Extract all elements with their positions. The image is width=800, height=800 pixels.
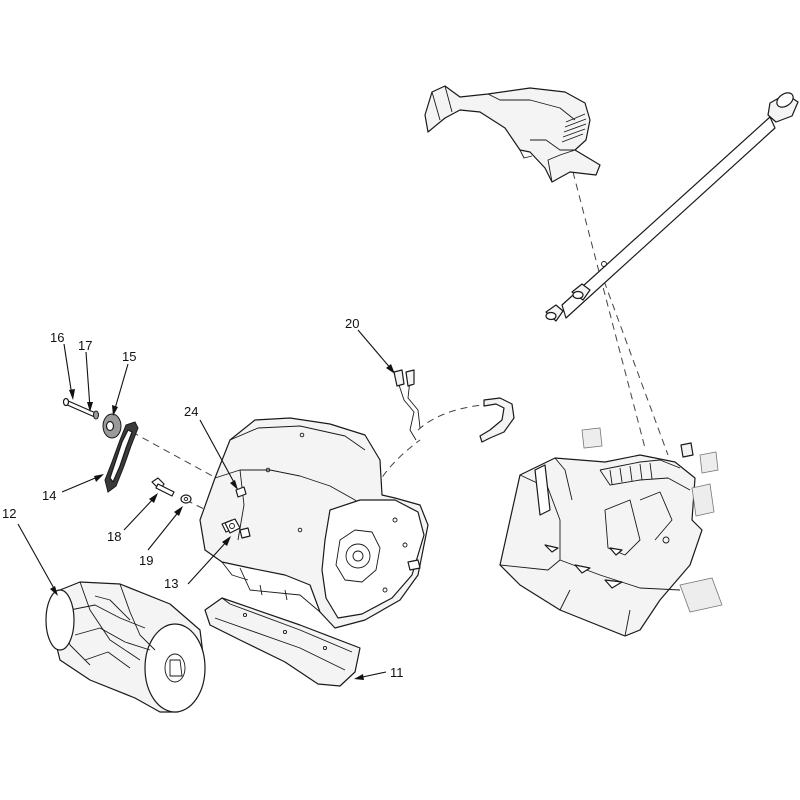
leader-lines	[17, 329, 395, 680]
callout-17: 17	[78, 338, 92, 353]
warning-labels	[581, 427, 723, 613]
scraper-bar	[204, 597, 361, 687]
callout-18: 18	[107, 529, 121, 544]
callout-16: 16	[50, 330, 64, 345]
callout-13: 13	[164, 576, 178, 591]
rotor-auger	[45, 581, 206, 713]
wire-bracket	[479, 397, 515, 443]
pulley	[102, 413, 122, 439]
handle-tube	[561, 92, 799, 319]
chute-grille	[609, 462, 653, 485]
callout-15: 15	[122, 349, 136, 364]
drive-belt	[104, 421, 139, 493]
rotor-housing	[199, 417, 429, 629]
chute-tabs	[544, 544, 623, 589]
handle-top-cover	[424, 85, 601, 183]
callout-20: 20	[345, 316, 359, 331]
callout-11: 11	[390, 665, 404, 680]
handle-vent-slots	[561, 113, 587, 143]
callout-19: 19	[139, 553, 153, 568]
tube-fittings	[545, 283, 591, 322]
callout-12: 12	[2, 506, 16, 521]
callout-24: 24	[184, 404, 198, 419]
chute-assembly	[499, 442, 703, 637]
wire-harness	[393, 369, 421, 441]
bolt-and-washer-lower	[151, 477, 192, 504]
bolt-and-washer-upper	[62, 397, 99, 420]
bearing	[224, 518, 241, 534]
callout-14: 14	[42, 488, 56, 503]
callout-labels: 16 17 15 24 14 18 19 13 12 11 20	[2, 316, 404, 680]
